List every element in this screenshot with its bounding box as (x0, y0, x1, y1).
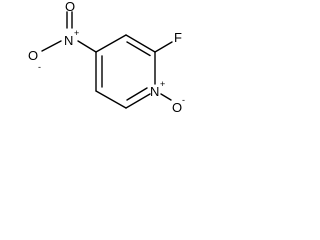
nitro-oxygen-left-charge: - (38, 62, 41, 72)
bond-c2-f (154, 41, 173, 53)
fluorine-label: F (174, 30, 182, 45)
nitro-oxygen-left-label: O (28, 48, 38, 63)
n-oxide-charge: - (182, 95, 185, 105)
pyridine-ring (95, 34, 156, 109)
bond-c6-c5 (95, 90, 127, 109)
bond-c3-c2-inner (126, 41, 151, 57)
nitro-oxygen-top-label: O (65, 0, 75, 14)
bond-c4-c3 (95, 34, 127, 53)
bond-n1-c6 (125, 93, 151, 109)
n-oxide-oxygen-label: O (172, 100, 182, 115)
ring-nitrogen-charge: + (160, 79, 165, 89)
ring-nitrogen-label: N (150, 84, 159, 99)
bond-n1-c6-inner (126, 87, 148, 101)
bond-c4-nnitro (77, 40, 97, 53)
nitro-nitrogen-label: N (64, 33, 73, 48)
bond-c3-c2 (125, 34, 156, 53)
nitro-nitrogen-charge: + (74, 28, 79, 38)
bond-n1-o (160, 93, 172, 101)
chemical-structure: F N + O - N + O O - (28, 0, 185, 115)
bond-nnitro-oleft (41, 40, 62, 52)
